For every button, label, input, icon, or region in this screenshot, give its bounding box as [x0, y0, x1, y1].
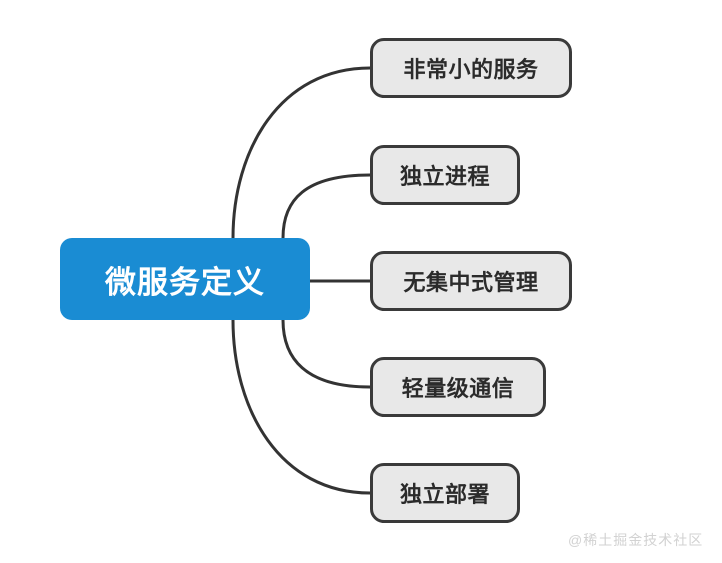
branch-node-2[interactable]: 独立进程: [370, 145, 520, 205]
branch-node-1[interactable]: 非常小的服务: [370, 38, 572, 98]
root-node[interactable]: 微服务定义: [60, 238, 310, 320]
branch-node-label: 独立部署: [399, 482, 490, 507]
watermark-label: @稀土掘金技术社区: [568, 532, 704, 548]
root-node-label: 微服务定义: [105, 264, 265, 300]
branch-node-label: 独立进程: [399, 164, 490, 189]
branch-node-5[interactable]: 独立部署: [370, 463, 520, 523]
connector-line-2: [281, 173, 372, 240]
connector-line-4: [281, 318, 372, 389]
branch-node-label: 轻量级通信: [401, 376, 515, 401]
connector-line-5: [231, 318, 372, 495]
branch-node-label: 无集中式管理: [403, 270, 539, 295]
connector-line-1: [231, 66, 372, 240]
branch-node-label: 非常小的服务: [403, 57, 539, 82]
branch-node-3[interactable]: 无集中式管理: [370, 251, 572, 311]
branch-node-4[interactable]: 轻量级通信: [370, 357, 546, 417]
